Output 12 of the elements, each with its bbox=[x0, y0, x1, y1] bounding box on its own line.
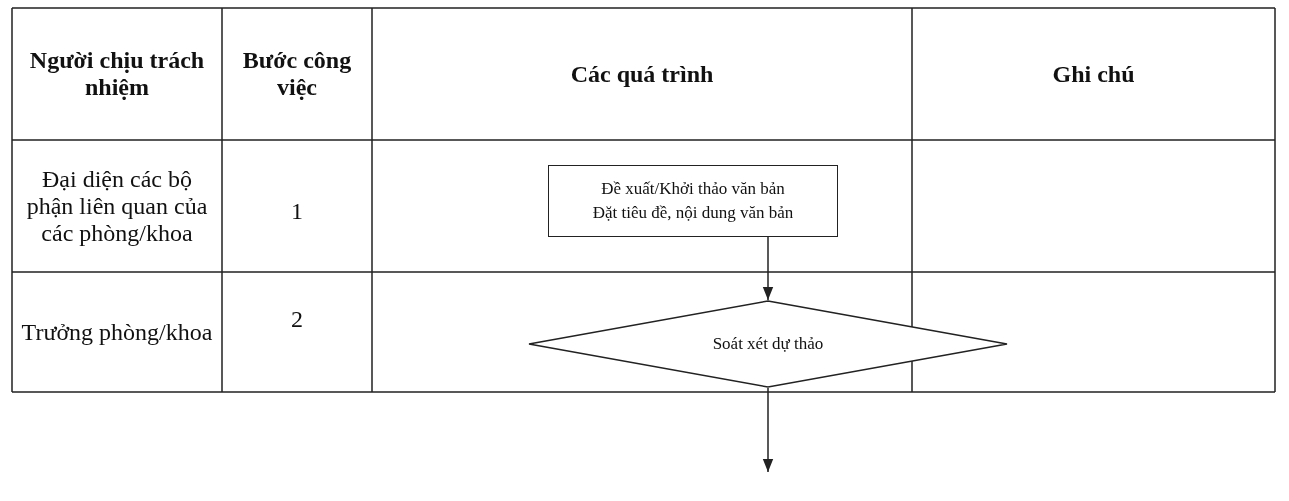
arrow bbox=[762, 236, 774, 301]
row-label: Trưởng phòng/khoa bbox=[21, 318, 213, 346]
process-box: Đề xuất/Khởi thảo văn bản Đặt tiêu đề, nội dung văn bản bbox=[548, 165, 838, 237]
column-header: Ghi chú bbox=[1052, 60, 1135, 88]
row-label: Đại diện các bộ phận liên quan của các phòng/khoa bbox=[25, 165, 209, 247]
decision-diamond: Soát xét dự thảo bbox=[528, 300, 1008, 388]
column-header: Người chịu trách nhiệm bbox=[28, 47, 206, 101]
step-number: 1 bbox=[291, 198, 303, 225]
step-number: 2 bbox=[291, 306, 303, 333]
column-header: Các quá trình bbox=[570, 60, 714, 88]
column-header: Bước công việc bbox=[241, 47, 353, 101]
arrow bbox=[762, 387, 774, 473]
